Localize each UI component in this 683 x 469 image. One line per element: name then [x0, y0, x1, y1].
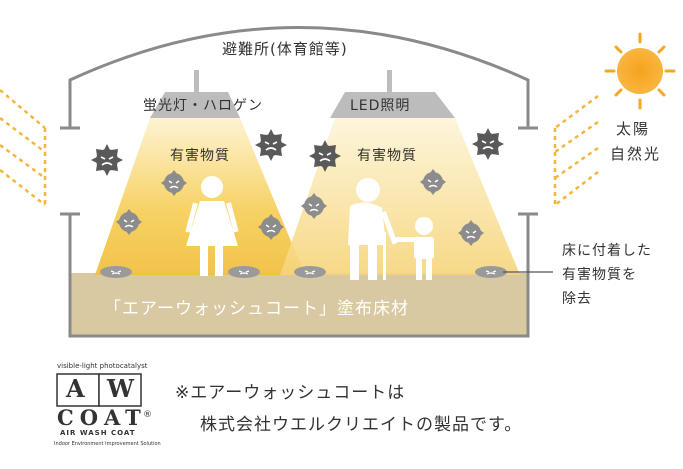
floor-virus-icon: [227, 265, 261, 279]
sunlight-rays-right: [553, 94, 599, 206]
floor-label: 「エアーウォッシュコート」塗布床材: [104, 299, 409, 319]
logo-top-text: visible-light photocatalyst: [57, 362, 148, 370]
virus-icon: [90, 143, 124, 177]
sun-label-line1: 太陽: [616, 120, 651, 138]
logo-letter-a: A: [66, 374, 85, 403]
callout-line2: 有害物質を: [562, 267, 637, 283]
logo-word: COAT: [57, 405, 147, 430]
child-figure: [395, 217, 434, 280]
callout-line1: 床に付着した: [562, 243, 652, 259]
sun-icon: [604, 32, 676, 110]
callout-line3: 除去: [562, 291, 592, 307]
lamp-label-fluorescent: 蛍光灯・ハロゲン: [143, 98, 263, 114]
woman-figure: [185, 176, 239, 276]
logo-tagline: Indoor Environment Improvement Solution: [54, 441, 161, 447]
virus-icon: [254, 128, 288, 162]
lamp-right: [330, 70, 455, 118]
sun-label-line2: 自然光: [610, 145, 662, 163]
building-outline: [60, 26, 538, 338]
note-line1: ※エアーウォッシュコートは: [175, 383, 406, 403]
lamp-left: [150, 70, 240, 118]
air-wash-coat-logo: [56, 373, 142, 407]
note-line2: 株式会社ウエルクリエイトの製品です。: [200, 415, 523, 435]
logo-letter-w: W: [107, 374, 134, 403]
lamp-label-led: LED照明: [350, 98, 411, 114]
left-light-beam: [95, 118, 305, 275]
floor-virus-icon: [474, 265, 508, 279]
floor-virus-icon: [99, 265, 133, 279]
logo-sub: AIR WASH COAT: [60, 429, 136, 437]
harmful-label-right: 有害物質: [357, 148, 417, 164]
building-label: 避難所(体育館等): [222, 40, 348, 58]
sunlight-rays-left: [0, 89, 47, 206]
logo-registered: ®: [143, 410, 152, 420]
floor-virus-icon: [293, 265, 327, 279]
virus-icon: [471, 127, 505, 161]
elderly-figure: [348, 178, 398, 280]
right-light-beam: [280, 118, 520, 275]
floor-area: [70, 273, 528, 336]
harmful-label-left: 有害物質: [170, 148, 230, 164]
